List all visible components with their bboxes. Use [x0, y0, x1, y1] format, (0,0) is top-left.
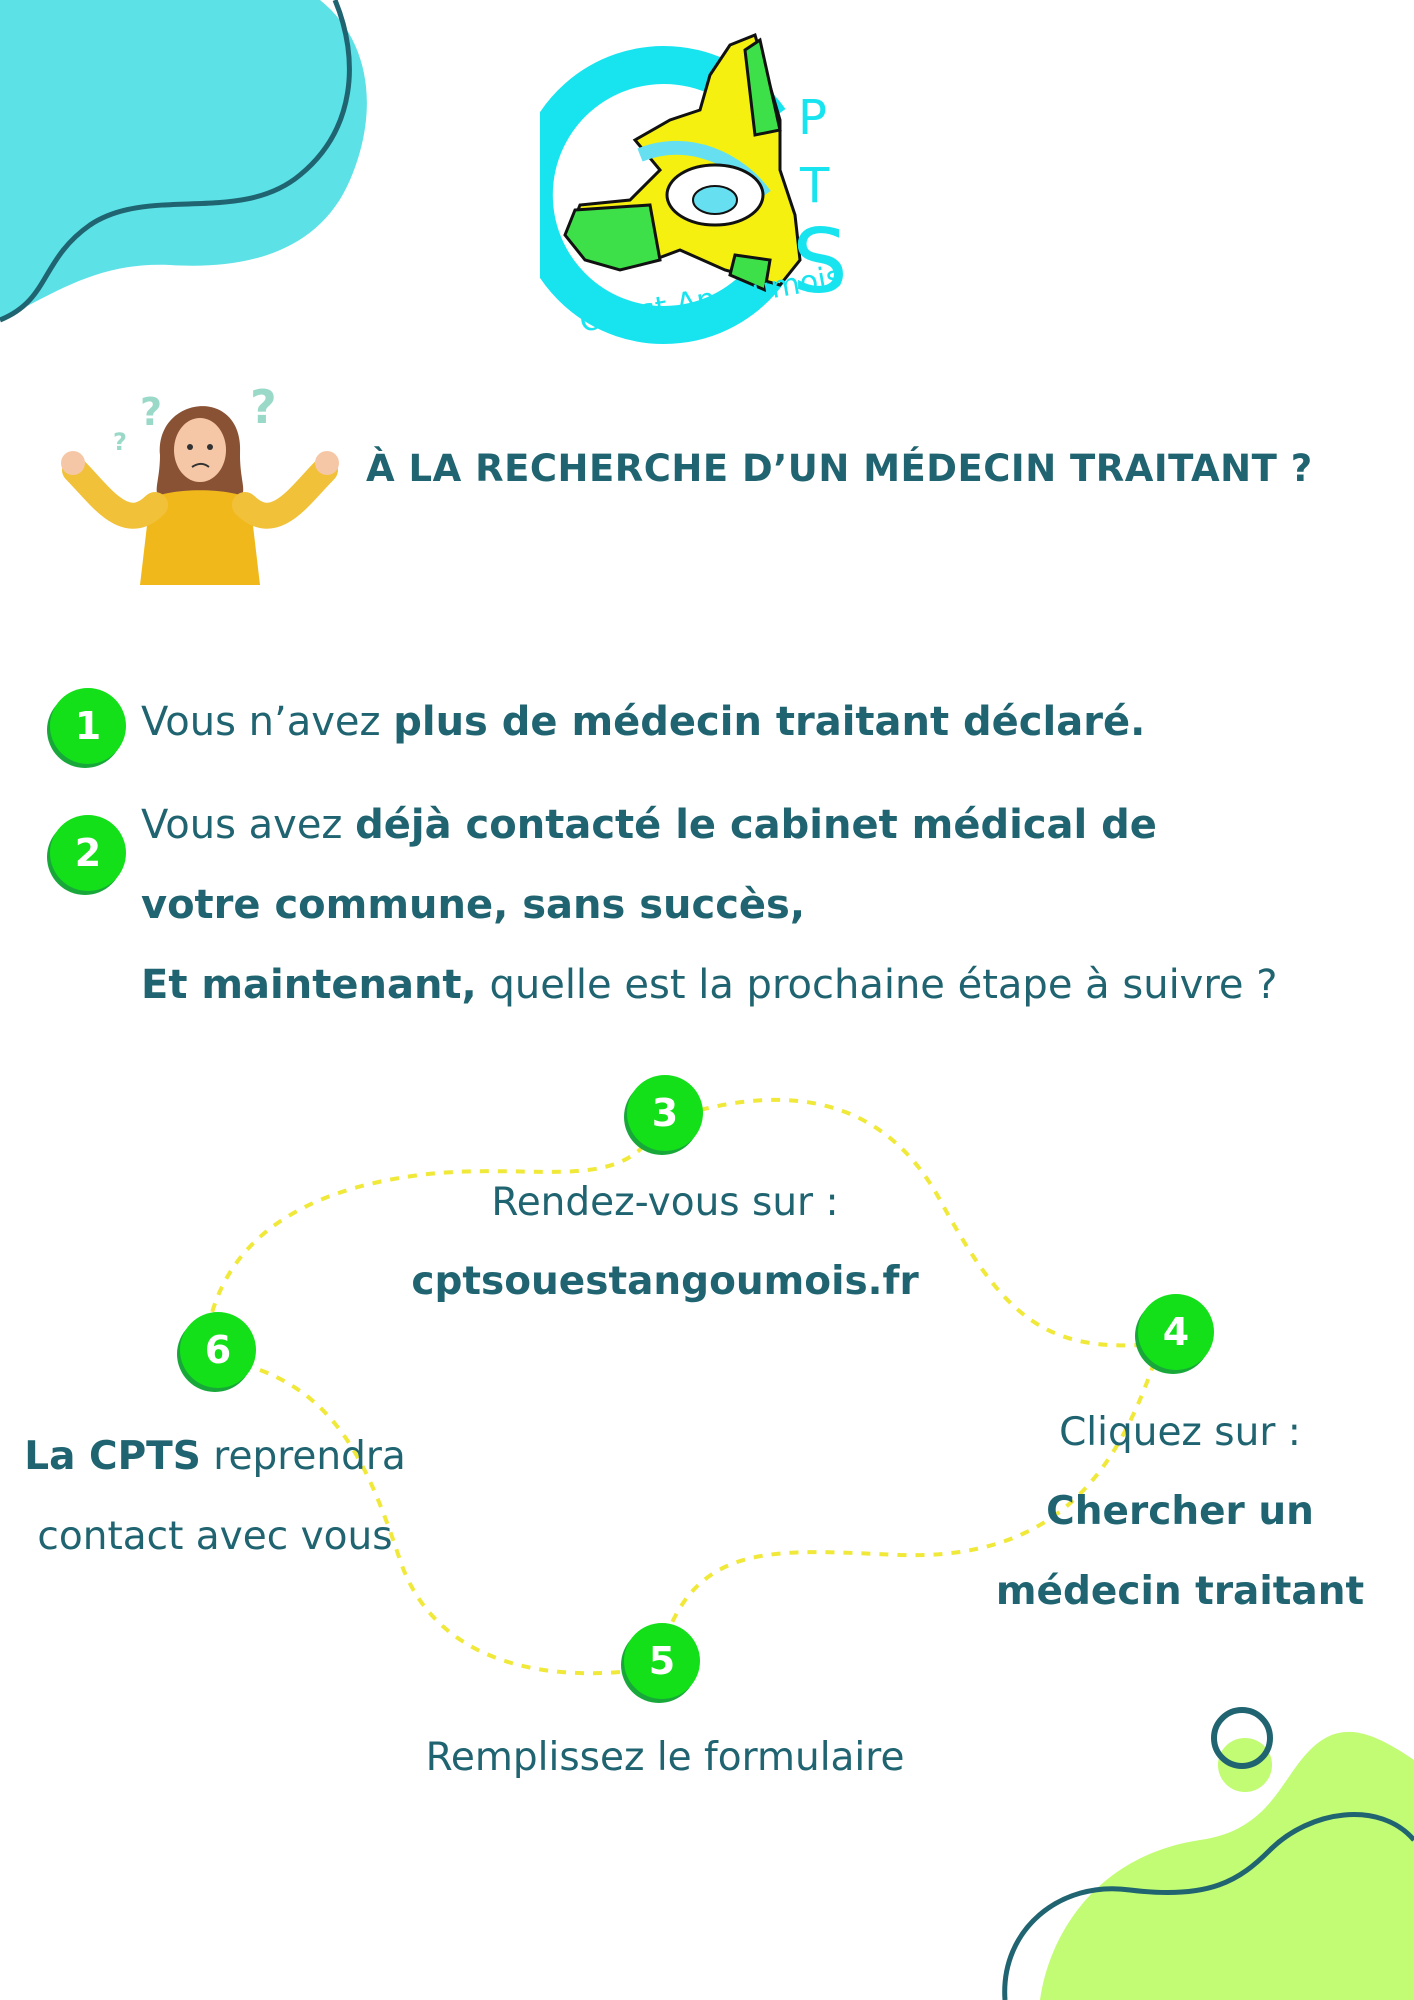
step-6-line-1-plain: reprendra	[200, 1434, 406, 1479]
bottom-right-squiggle	[1002, 1812, 1414, 2000]
step-6-line-1-bold: La CPTS	[24, 1434, 201, 1479]
woman-hand-right	[315, 451, 339, 475]
intro-item-2-bold: déjà contacté le cabinet médical de	[355, 802, 1157, 848]
step-6-line-1: La CPTS reprendra	[0, 1437, 430, 1476]
intro-item-2-line-2: votre commune, sans succès,	[141, 885, 805, 925]
step-6-badge: 6	[180, 1312, 256, 1388]
bottom-right-blob	[1040, 1731, 1414, 2000]
step-2-badge: 2	[50, 815, 126, 891]
logo-hand-inner	[692, 185, 738, 215]
logo-map-green-top	[743, 37, 782, 137]
intro-item-2-line-2-bold: votre commune, sans succès,	[141, 882, 806, 928]
intro-item-2-plain: Vous avez	[141, 802, 356, 848]
woman-graphic: ? ? ?	[61, 380, 339, 585]
logo-letter-p: P	[798, 90, 827, 146]
step-4-line-2: Chercher un	[960, 1492, 1400, 1531]
cpts-logo: P T S Ouest Angoumois	[514, 20, 880, 370]
step-1-badge: 1	[50, 688, 126, 764]
intro-item-1-plain: Vous n’avez	[141, 699, 394, 745]
intro-item-2-line-3: Et maintenant, quelle est la prochaine é…	[141, 965, 1277, 1005]
step-4-line-3-bold: médecin traitant	[995, 1569, 1365, 1614]
step-4-line-1: Cliquez sur :	[1059, 1410, 1301, 1455]
intro-item-2-line-3-plain: quelle est la prochaine étape à suivre ?	[476, 962, 1278, 1008]
website-link[interactable]: cptsouestangoumois.fr	[411, 1259, 919, 1304]
confused-woman-illustration: ? ? ?	[55, 375, 345, 585]
step-6-line-2: contact avec vous	[37, 1514, 393, 1559]
question-mark-icon: ?	[250, 380, 277, 434]
question-mark-icon: ?	[140, 390, 162, 434]
bottom-right-ring	[1211, 1707, 1273, 1769]
step-4-line-3: médecin traitant	[960, 1572, 1400, 1611]
step-5-badge: 5	[624, 1623, 700, 1699]
intro-item-1-text: Vous n’avez plus de médecin traitant déc…	[141, 702, 1145, 742]
step-4-badge: 4	[1138, 1294, 1214, 1370]
logo-map-green-bottom	[728, 253, 772, 293]
intro-item-2-line-1: Vous avez déjà contacté le cabinet médic…	[141, 805, 1157, 845]
woman-arm-right	[232, 457, 338, 529]
woman-arm-left	[62, 457, 168, 529]
woman-face	[174, 418, 226, 482]
intro-item-1-bold: plus de médecin traitant déclaré.	[393, 699, 1146, 745]
logo-map-green-left	[563, 203, 662, 272]
intro-item-2-line-3-bold: Et maintenant,	[141, 962, 477, 1008]
top-left-squiggle	[0, 0, 352, 323]
logo-letter-t: T	[800, 158, 830, 214]
step-3-badge: 3	[627, 1075, 703, 1151]
logo-letter-s: S	[792, 210, 848, 313]
woman-body	[140, 490, 260, 585]
step-4-line-2-bold: Chercher un	[1046, 1489, 1314, 1534]
step-5-line-1: Remplissez le formulaire	[425, 1735, 905, 1780]
question-mark-icon: ?	[113, 428, 127, 456]
top-left-blob	[0, 0, 367, 320]
woman-hand-left	[61, 451, 85, 475]
step-3-link[interactable]: cptsouestangoumois.fr	[365, 1262, 965, 1301]
page-title: À LA RECHERCHE D’UN MÉDECIN TRAITANT ?	[366, 447, 1313, 490]
step-3-line-1: Rendez-vous sur :	[491, 1180, 839, 1225]
